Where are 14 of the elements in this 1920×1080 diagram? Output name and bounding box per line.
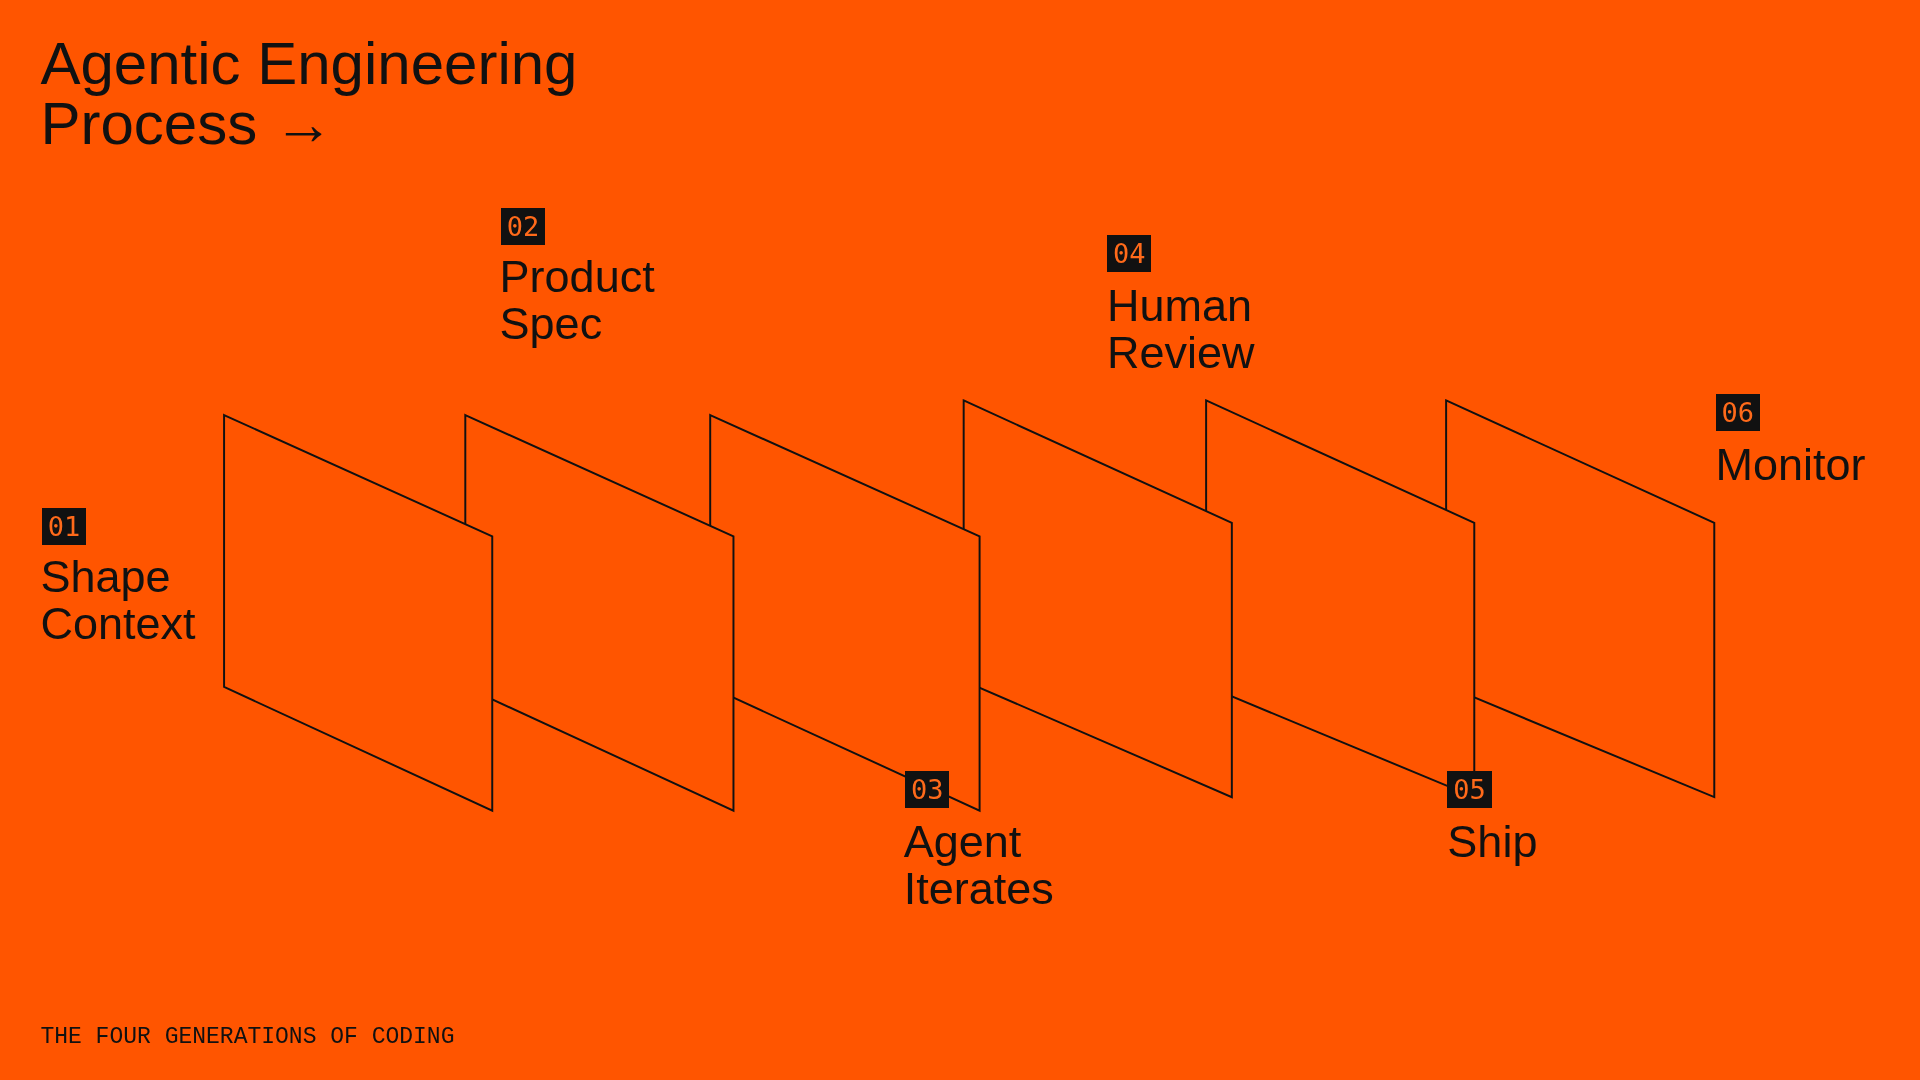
step-number-badge: 06	[1715, 394, 1760, 432]
step-label: Monitor	[1715, 440, 1867, 488]
step-number-badge: 02	[500, 208, 546, 246]
step-number-badge: 05	[1447, 771, 1492, 809]
step-label: Product Spec	[499, 253, 656, 348]
step-number-badge: 03	[904, 771, 950, 809]
step-label: Agent Iterates	[903, 817, 1055, 912]
title: Agentic Engineering Process →	[40, 34, 579, 155]
step-label: Ship	[1447, 817, 1539, 865]
step-label: Shape Context	[40, 553, 197, 648]
step-number-badge: 01	[41, 508, 87, 546]
step-label: Human Review	[1106, 281, 1256, 376]
step-number-badge: 04	[1106, 235, 1152, 273]
footer-text: THE FOUR GENERATIONS OF CODING	[40, 1023, 455, 1050]
